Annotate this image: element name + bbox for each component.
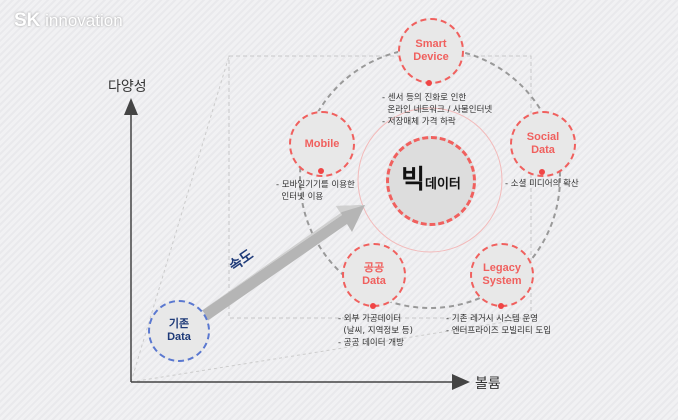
sk-innovation-logo: SK innovation [14,10,123,32]
desc-mobile: - 모바일기기를 이용한 인터넷 이용 [276,180,355,202]
volume-box [228,55,532,319]
speed-arrow [194,205,365,326]
x-axis-arrow [452,374,470,390]
diagonal-guide [130,55,230,383]
desc-smart-device: - 센서 등의 진화로 인한 온라인 네트워크 / 사물인터넷- 저장매체 가격… [382,93,493,127]
node-social-data: Social Data [510,111,576,177]
diagonal-guide [130,317,531,383]
inner-ring [357,107,503,253]
desc-public-data: - 외부 가공데이터 (날씨, 지역정보 등)- 공공 데이터 개방 [338,314,413,348]
center-big: 빅 [401,163,426,194]
y-axis-arrow [124,98,138,115]
node-mobile: Mobile [289,111,355,177]
desc-social-data: - 소셜 미디어의 확산 [505,179,579,189]
y-axis-label: 다양성 [108,79,147,95]
big-data-center: 빅데이터 [386,136,476,226]
x-axis-label: 볼륨 [475,376,501,392]
logo-name: innovation [45,11,123,30]
node-legacy-system: Legacy System [470,243,534,307]
logo-brand: SK [14,10,41,31]
desc-legacy-system: - 기존 레거시 시스템 운영- 엔터프라이즈 모빌리티 도입 [446,314,552,336]
node-smart-device: Smart Device [398,18,464,84]
center-rest: 데이터 [425,175,461,191]
node-public-data: 공공 Data [342,243,406,307]
legacy-data-node: 기존 Data [148,300,210,362]
